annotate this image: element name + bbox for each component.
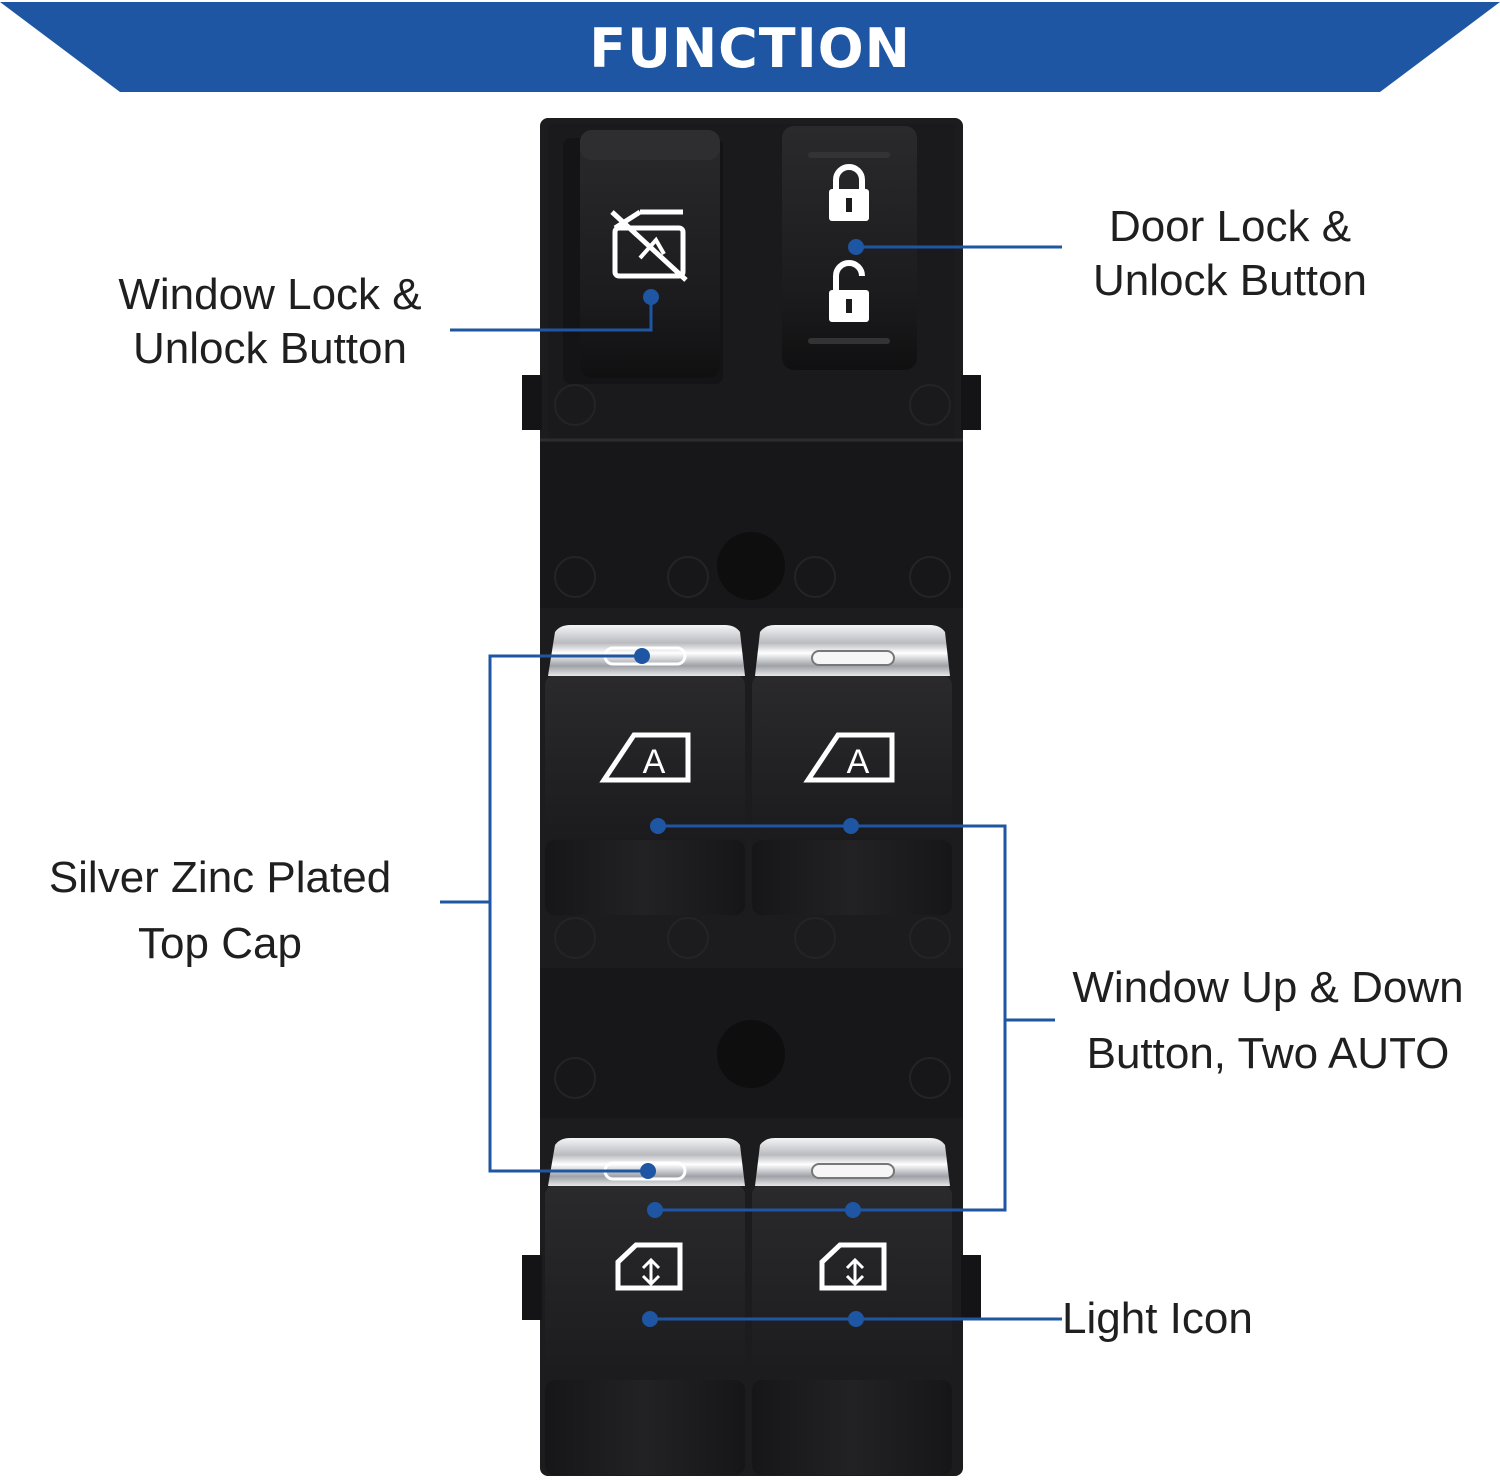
svg-text:A: A bbox=[847, 743, 870, 781]
function-banner: FUNCTION bbox=[0, 0, 1500, 95]
callout-line-up-down bbox=[655, 824, 1007, 1212]
chrome-top-cap bbox=[755, 1138, 950, 1186]
window-switch-front-right[interactable]: A bbox=[752, 625, 952, 915]
window-lock-button[interactable] bbox=[563, 130, 723, 384]
banner-shape bbox=[0, 2, 1500, 92]
banner-title: FUNCTION bbox=[589, 17, 911, 80]
label-top-cap: Silver Zinc Plated Top Cap bbox=[48, 853, 392, 968]
auto-window-icon: A bbox=[599, 732, 691, 783]
window-lock-icon bbox=[610, 209, 688, 282]
label-door-lock-button: Door Lock & Unlock Button bbox=[1093, 202, 1367, 305]
window-switch-rear-left[interactable] bbox=[545, 1138, 745, 1475]
window-up-down-icon bbox=[819, 1242, 887, 1291]
padlock-unlocked-icon bbox=[829, 260, 869, 322]
label-window-up-down: Window Up & Down Button, Two AUTO bbox=[1072, 963, 1464, 1078]
padlock-locked-icon bbox=[829, 164, 869, 221]
mounting-hole-lower bbox=[717, 1020, 785, 1088]
auto-window-icon: A bbox=[803, 732, 895, 783]
callout-line-top-cap bbox=[488, 654, 648, 1173]
switch-housing bbox=[522, 118, 981, 1476]
svg-text:A: A bbox=[643, 743, 666, 781]
window-switch-rear-right[interactable] bbox=[752, 1138, 952, 1475]
mounting-hole-upper bbox=[717, 532, 785, 600]
window-up-down-icon bbox=[615, 1242, 683, 1291]
label-light-icon: Light Icon bbox=[1062, 1294, 1253, 1343]
window-switch-front-left[interactable]: A bbox=[545, 625, 745, 915]
label-window-lock-button: Window Lock & Unlock Button bbox=[118, 270, 422, 373]
callout-line-window-lock bbox=[450, 297, 653, 332]
